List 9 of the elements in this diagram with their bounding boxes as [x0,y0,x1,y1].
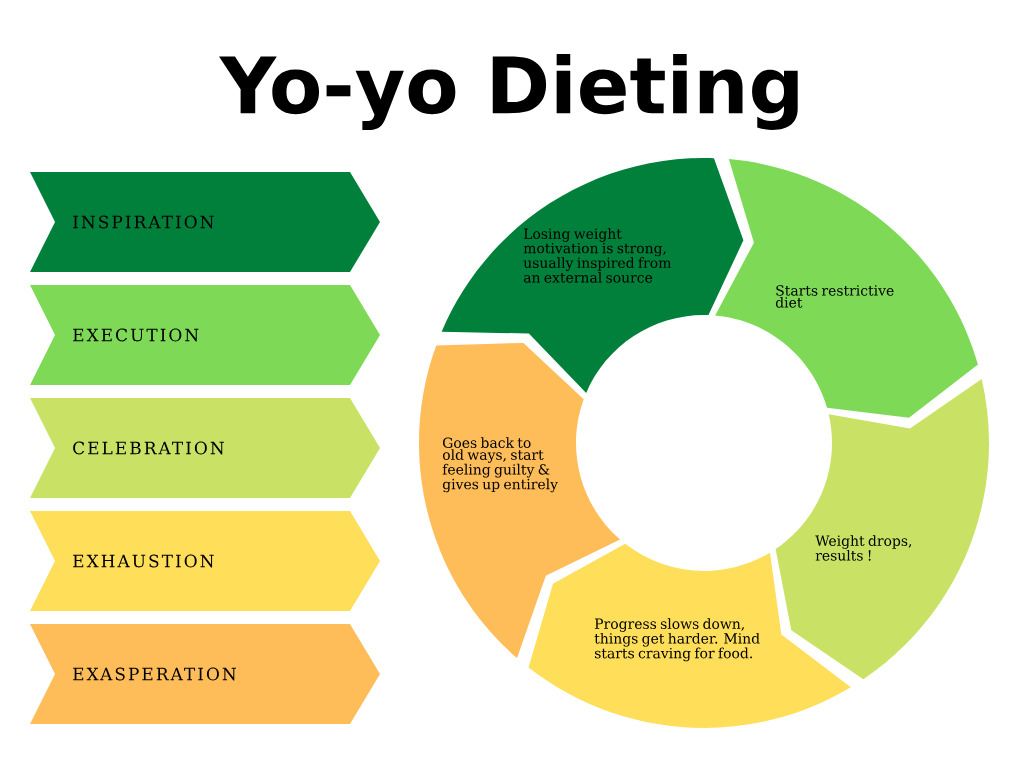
stage-banner: INSPIRATION [30,172,380,272]
cycle-segment: Losing weight motivation is strong, usually inspired from an external source [441,158,744,393]
stage-banner: CELEBRATION [30,398,380,498]
title: Yo-yo Dieting [219,54,798,130]
cycle-segment: Weight drops, results ! [775,378,989,680]
stage-banner: EXASPERATION [30,624,380,724]
stage-banner: EXECUTION [30,285,380,385]
stage-banner: EXHAUSTION [30,511,380,611]
cycle-segment: Starts restrictive diet [715,159,978,418]
